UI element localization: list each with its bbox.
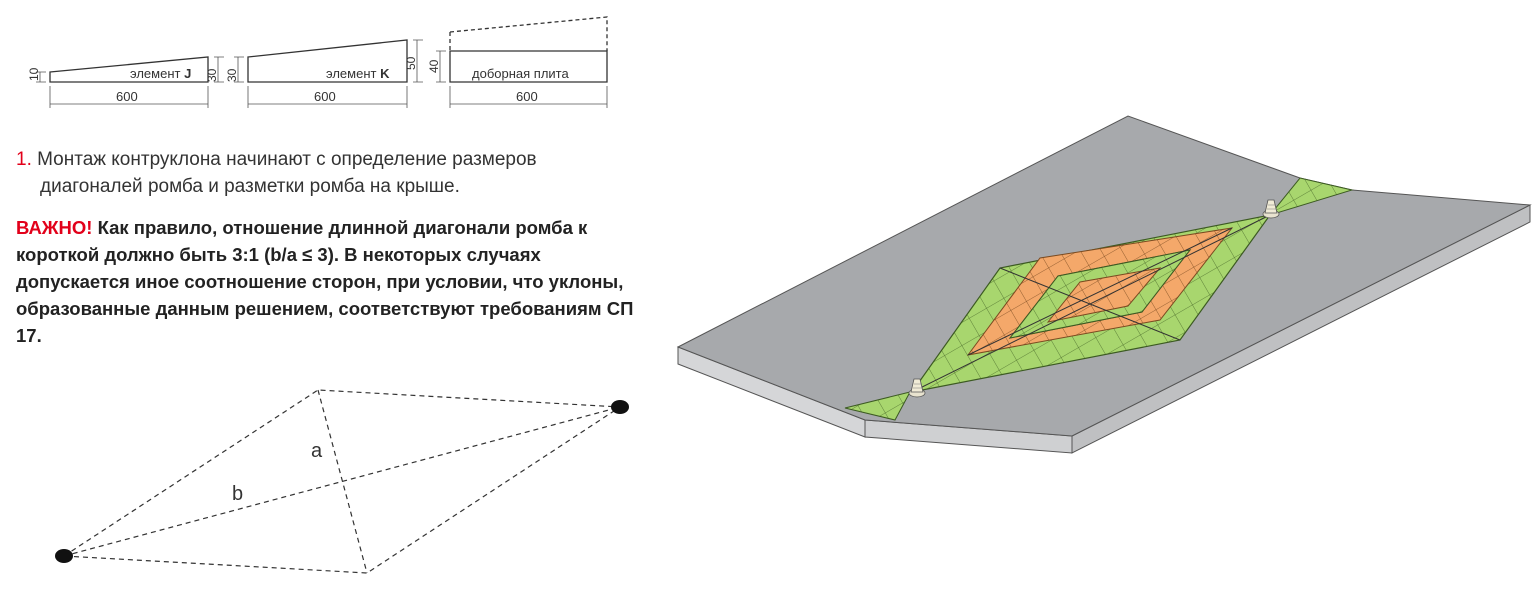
element-j-left-height: 10 <box>27 67 41 81</box>
diagonal-a-label: a <box>311 440 323 462</box>
extension-plate-shape <box>449 50 608 83</box>
roof-slab-sides <box>677 204 1531 454</box>
element-k-shape <box>247 39 408 83</box>
extension-plate-label: доборная плита <box>472 66 569 81</box>
diagonal-b-label: b <box>232 483 243 505</box>
extension-plate-dashed-top <box>449 16 608 51</box>
right-point <box>611 400 629 414</box>
extension-plate-height: 40 <box>427 59 441 73</box>
lower-drain-icon <box>908 378 926 398</box>
important-label: ВАЖНО! <box>16 217 93 238</box>
element-j-label: элемент J <box>130 66 191 81</box>
upper-end-strip <box>1268 177 1354 216</box>
step-number: 1. <box>16 149 32 170</box>
element-k-length: 600 <box>314 89 336 104</box>
roof-illustration <box>676 115 1532 454</box>
important-text: Как правило, отношение длинной диагонали… <box>16 217 634 346</box>
element-j-right-height: 30 <box>205 68 219 82</box>
diagonal-b <box>63 406 621 557</box>
element-k-left-height: 30 <box>225 68 239 82</box>
step-line-2: диагоналей ромба и разметки ромба на кры… <box>40 176 460 197</box>
step-instruction: 1. Монтаж контруклона начинают с определ… <box>16 146 656 200</box>
left-point <box>55 549 73 563</box>
extension-plate-length: 600 <box>516 89 538 104</box>
element-k-right-height: 50 <box>404 56 418 70</box>
element-j-length: 600 <box>116 89 138 104</box>
profile-drawings: элемент J элемент K доборная плита 600 6… <box>27 16 608 108</box>
important-note: ВАЖНО! Как правило, отношение длинной ди… <box>16 214 656 349</box>
upper-drain-icon <box>1262 199 1280 219</box>
element-j-shape <box>49 56 209 83</box>
step-line-1: Монтаж контруклона начинают с определени… <box>37 149 537 170</box>
element-k-label: элемент K <box>326 66 390 81</box>
lower-end-strip <box>844 391 911 421</box>
rhombus-diagram: a b <box>55 389 629 574</box>
